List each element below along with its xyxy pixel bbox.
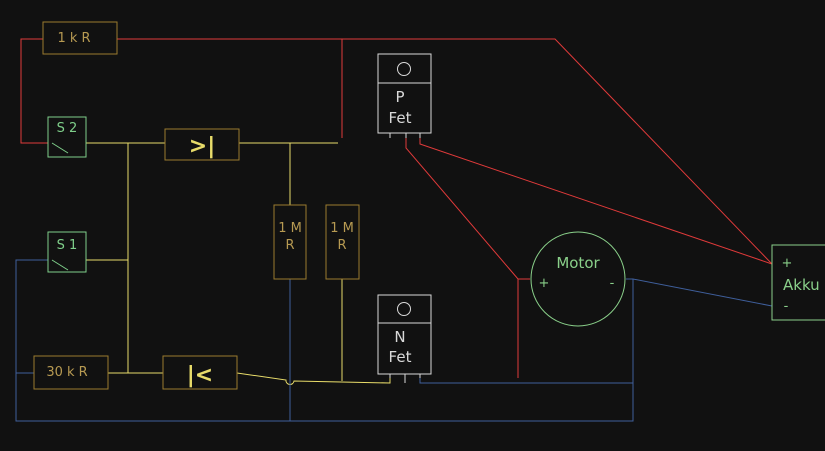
switch-s2-contact: [51, 142, 69, 154]
akku-body: [771, 244, 825, 321]
diode-bottom-symbol: |<: [187, 363, 213, 388]
akku-label: Akku: [783, 276, 820, 294]
p-fet-label-2: Fet: [389, 109, 412, 127]
diode-bottom-body: [162, 355, 238, 390]
diode-top: >|: [164, 128, 240, 161]
motor-label: Motor: [556, 254, 600, 272]
p-fet: P Fet: [377, 53, 432, 138]
wire-pfet-to-akku: [419, 138, 773, 265]
red-wires: [20, 38, 773, 378]
blue-wires: [15, 259, 773, 422]
resistor-1k-label: 1 k R: [57, 31, 90, 46]
resistor-1m-left-body: [273, 204, 307, 280]
diode-top-symbol: >|: [189, 134, 215, 159]
p-fet-hole-icon: [397, 62, 411, 76]
yellow-wires: [86, 142, 391, 385]
resistor-30k-label: 30 k R: [46, 365, 87, 380]
switch-s1-body: [47, 231, 87, 273]
wire-diode-to-nfet: [236, 372, 391, 385]
wire-pfet-to-motor: [405, 138, 530, 280]
resistor-1m-left-label-1: 1 M: [278, 221, 302, 236]
switch-s1-contact: [51, 259, 69, 271]
diode-bottom: |<: [162, 355, 238, 390]
resistor-1m-right-body: [325, 204, 360, 280]
p-fet-label-1: P: [395, 88, 404, 106]
resistor-1m-right-label-1: 1 M: [330, 221, 354, 236]
switch-s1: S 1: [47, 231, 87, 273]
n-fet: N Fet: [377, 294, 432, 383]
resistor-1k-body: [42, 21, 118, 55]
resistor-1m-left: 1 M R: [273, 204, 307, 280]
motor-plus: +: [539, 276, 550, 291]
switch-s1-label: S 1: [57, 238, 78, 253]
switch-s2-body: [47, 116, 87, 158]
switch-s2-label: S 2: [57, 121, 78, 136]
n-fet-label-1: N: [394, 328, 405, 346]
wire-s1-ground: [15, 259, 634, 422]
resistor-1m-left-label-2: R: [285, 238, 294, 253]
p-fet-body: [377, 53, 432, 134]
resistor-30k-body: [33, 355, 109, 390]
n-fet-label-2: Fet: [389, 348, 412, 366]
motor-minus: -: [610, 276, 615, 291]
wire-motor-to-akku: [626, 278, 773, 307]
switch-s2: S 2: [47, 116, 87, 158]
motor-body: [530, 231, 626, 327]
motor: Motor + -: [530, 231, 626, 327]
resistor-1m-right-label-2: R: [337, 238, 346, 253]
resistor-1k: 1 k R: [42, 21, 118, 55]
resistor-30k: 30 k R: [33, 355, 109, 390]
wire-r1k-to-s2: [20, 38, 48, 144]
wire-nfet-to-rail: [419, 377, 633, 384]
akku-battery: + Akku -: [771, 244, 825, 321]
diode-top-body: [164, 128, 240, 161]
resistor-1m-right: 1 M R: [325, 204, 360, 280]
akku-plus: +: [782, 256, 793, 271]
wire-r1k-top-rail: [117, 38, 773, 265]
akku-minus: -: [784, 299, 789, 314]
n-fet-hole-icon: [397, 302, 411, 316]
